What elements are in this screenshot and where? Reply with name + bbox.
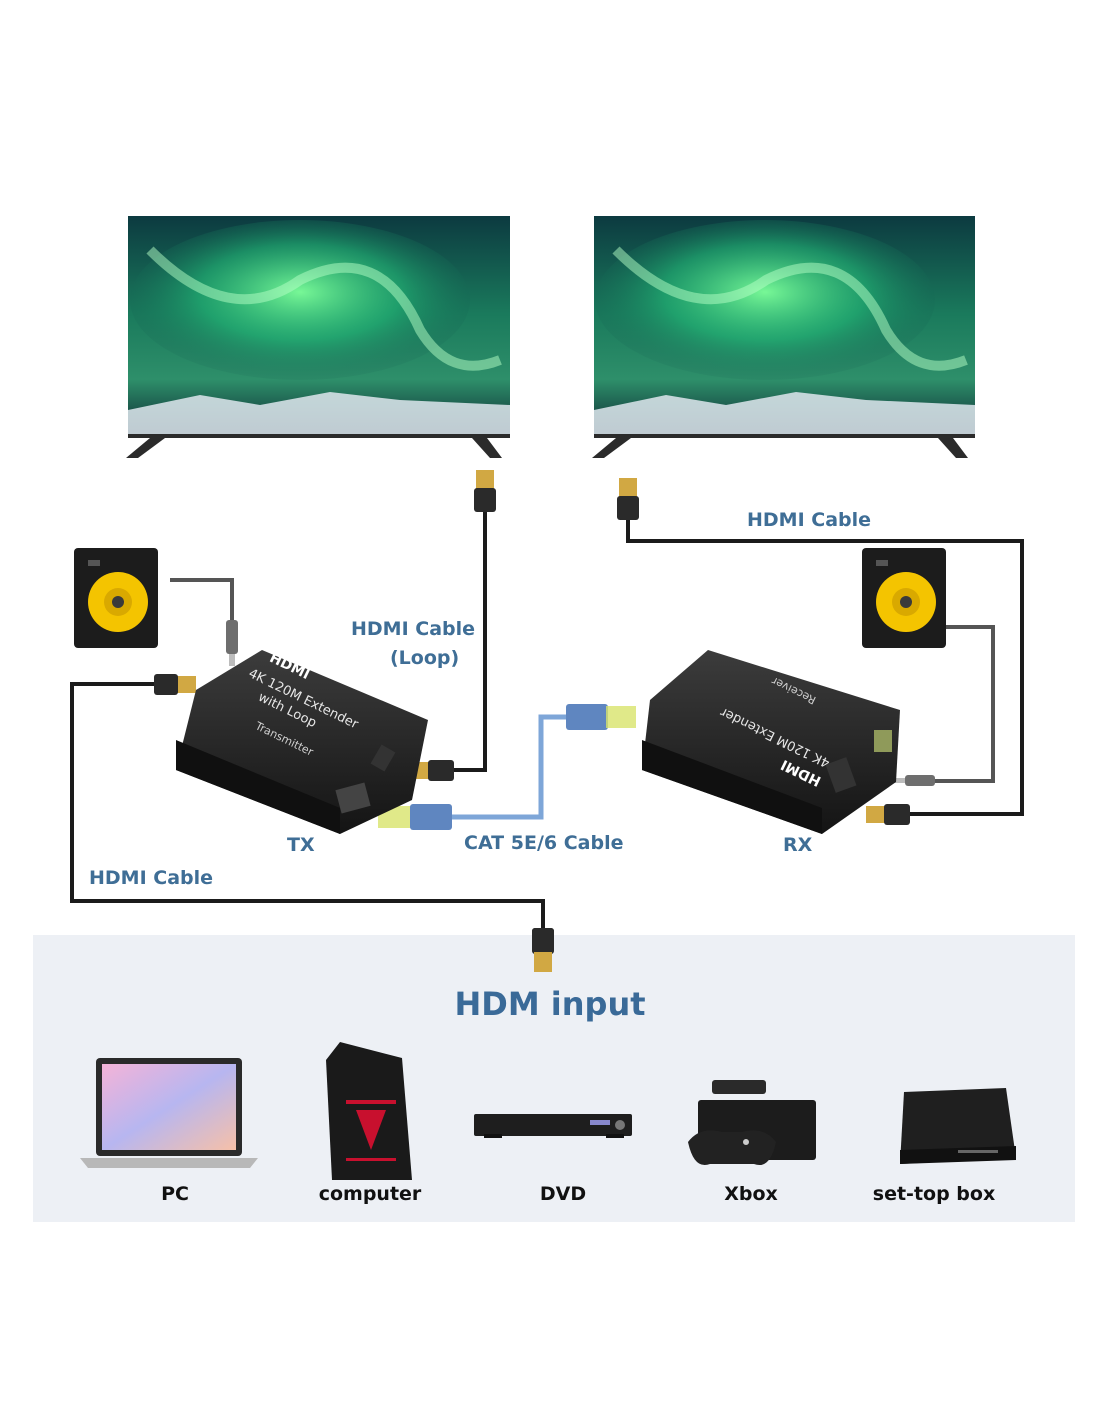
input-section-title: HDM input xyxy=(454,985,646,1023)
hdmi-rx-cable xyxy=(626,515,1024,816)
audio-jack-left xyxy=(226,620,238,666)
audio-jack-right xyxy=(893,775,935,786)
speaker-left-icon xyxy=(74,548,158,648)
xbox-console-icon xyxy=(688,1080,816,1166)
audio-cable-left xyxy=(170,578,234,622)
audio-cable-right xyxy=(915,625,995,783)
hdmi-input-cable xyxy=(70,682,545,935)
device-label-pc: PC xyxy=(161,1183,189,1205)
receiver-box: HDMI 4K 120M Extender Receiver xyxy=(642,650,900,834)
hdmi-connector-tv-left xyxy=(474,470,496,512)
device-label-set-top-box: set-top box xyxy=(872,1183,996,1205)
tx-label: TX xyxy=(287,834,315,856)
laptop-icon xyxy=(80,1058,258,1168)
hdmi-input-plug xyxy=(532,928,554,972)
tv-left xyxy=(126,216,510,458)
device-label-computer: computer xyxy=(318,1183,422,1205)
hdmi-cable-input-label: HDMI Cable xyxy=(89,867,214,889)
cat-cable-label: CAT 5E/6 Cable xyxy=(464,832,624,854)
rx-label: RX xyxy=(783,834,813,856)
hdmi-connector-tv-right xyxy=(617,478,639,520)
transmitter-box: HDMI 4K 120M Extender with Loop Transmit… xyxy=(176,650,428,834)
hdmi-connector-rx-out xyxy=(866,804,910,825)
tv-right xyxy=(592,216,975,458)
hdmi-cable-loop-sublabel: (Loop) xyxy=(390,647,460,669)
hdmi-cable-rx-label: HDMI Cable xyxy=(747,509,872,531)
speaker-right-icon xyxy=(862,548,946,648)
device-label-xbox: Xbox xyxy=(724,1183,778,1205)
device-label-dvd: DVD xyxy=(539,1183,587,1205)
dvd-player-icon xyxy=(474,1114,632,1138)
hdmi-cable-loop-label: HDMI Cable xyxy=(351,618,476,640)
rj45-connector-rx xyxy=(566,704,636,730)
desktop-tower-icon xyxy=(326,1042,412,1180)
hdmi-connector-tx-input xyxy=(154,674,196,695)
hdmi-loop-cable xyxy=(440,510,487,772)
set-top-box-icon xyxy=(900,1088,1016,1164)
cat-cable xyxy=(452,714,566,820)
